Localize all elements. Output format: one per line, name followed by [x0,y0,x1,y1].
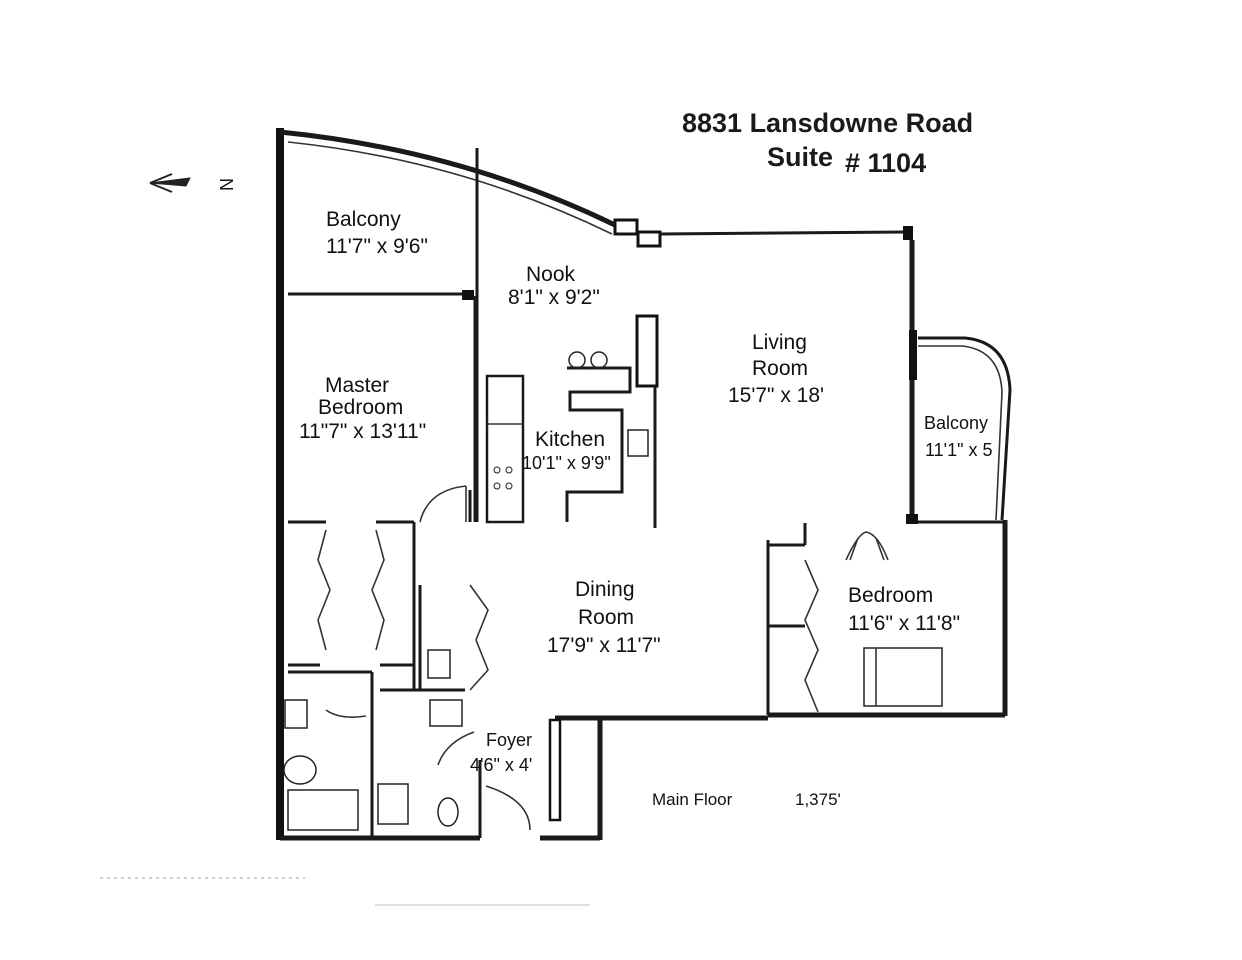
room-foyer-name: Foyer [486,730,532,750]
interior-walls [283,148,943,838]
room-master-name-line2: Bedroom [318,396,403,419]
room-kitchen-dims: 10'1" x 9'9" [522,453,611,473]
room-balcony-right-dims: 11'1" x 5 [925,440,993,460]
room-nook-name: Nook [526,263,576,286]
room-dining-name-line2: Room [578,606,634,629]
room-living-name-line2: Room [752,357,808,380]
room-balcony-right-name: Balcony [924,413,988,433]
room-nook-dims: 8'1" x 9'2" [508,286,600,309]
room-living-name-line1: Living [752,331,807,354]
compass-north-letter: N [216,178,236,191]
room-dining-dims: 17'9" x 11'7" [547,634,661,657]
room-balcony-top-name: Balcony [326,208,401,231]
main-floor-label: Main Floor [652,790,733,809]
room-living-dims: 15'7" x 18' [728,384,824,407]
room-bedroom-dims: 11'6" x 11'8" [848,612,960,635]
north-arrow-icon [149,173,191,193]
room-kitchen-name: Kitchen [535,428,605,451]
plan-title-address: 8831 Lansdowne Road [682,108,973,138]
main-floor-area: 1,375' [795,790,841,809]
room-master-dims: 11"7" x 13'11" [299,420,426,443]
outer-walls [276,128,1012,841]
plan-title-suite-label: Suite [767,142,833,172]
room-master-name-line1: Master [325,374,389,397]
room-balcony-top-dims: 11'7" x 9'6" [326,235,428,258]
plan-title-suite-number: # 1104 [845,148,926,178]
room-bedroom-name: Bedroom [848,584,933,607]
room-dining-name-line1: Dining [575,578,635,601]
room-foyer-dims: 4'6" x 4' [470,755,532,775]
